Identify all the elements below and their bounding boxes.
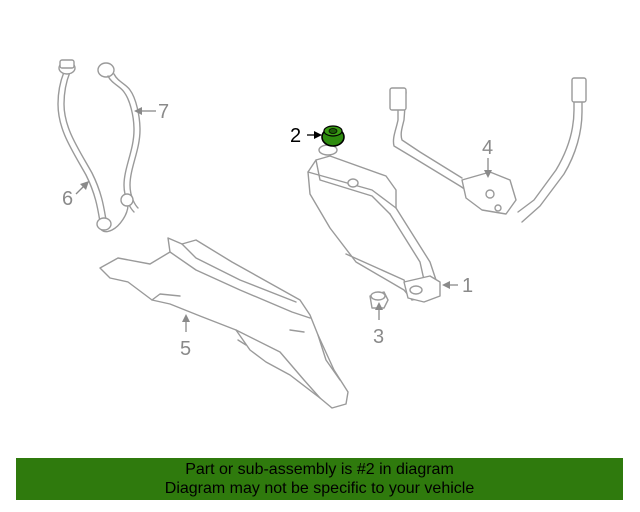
callout-2: 2 (290, 125, 322, 147)
callout-1: 1 (442, 275, 473, 297)
part-5-deflector[interactable] (99, 237, 349, 409)
part-4-bracket[interactable] (389, 77, 587, 223)
svg-text:3: 3 (373, 326, 384, 348)
part-7-cooler-line[interactable] (97, 62, 141, 213)
callout-5: 5 (180, 314, 191, 360)
svg-text:6: 6 (62, 188, 73, 210)
callout-7: 7 (134, 101, 169, 123)
callout-4: 4 (482, 137, 493, 178)
banner-line-2: Diagram may not be specific to your vehi… (164, 480, 475, 497)
part-1-oil-cooler[interactable] (307, 144, 441, 303)
part-3-fitting[interactable] (369, 291, 389, 309)
part-6-cooler-line[interactable] (57, 59, 129, 233)
info-banner: Part or sub-assembly is #2 in diagram Di… (16, 458, 623, 500)
callout-3: 3 (373, 302, 384, 348)
svg-text:1: 1 (462, 275, 473, 297)
callout-6: 6 (62, 181, 89, 210)
banner-line-1: Part or sub-assembly is #2 in diagram (185, 461, 454, 478)
svg-text:4: 4 (482, 137, 493, 159)
svg-text:5: 5 (180, 338, 191, 360)
part-2-highlighted[interactable] (321, 125, 345, 147)
svg-text:2: 2 (290, 125, 301, 147)
svg-text:7: 7 (158, 101, 169, 123)
